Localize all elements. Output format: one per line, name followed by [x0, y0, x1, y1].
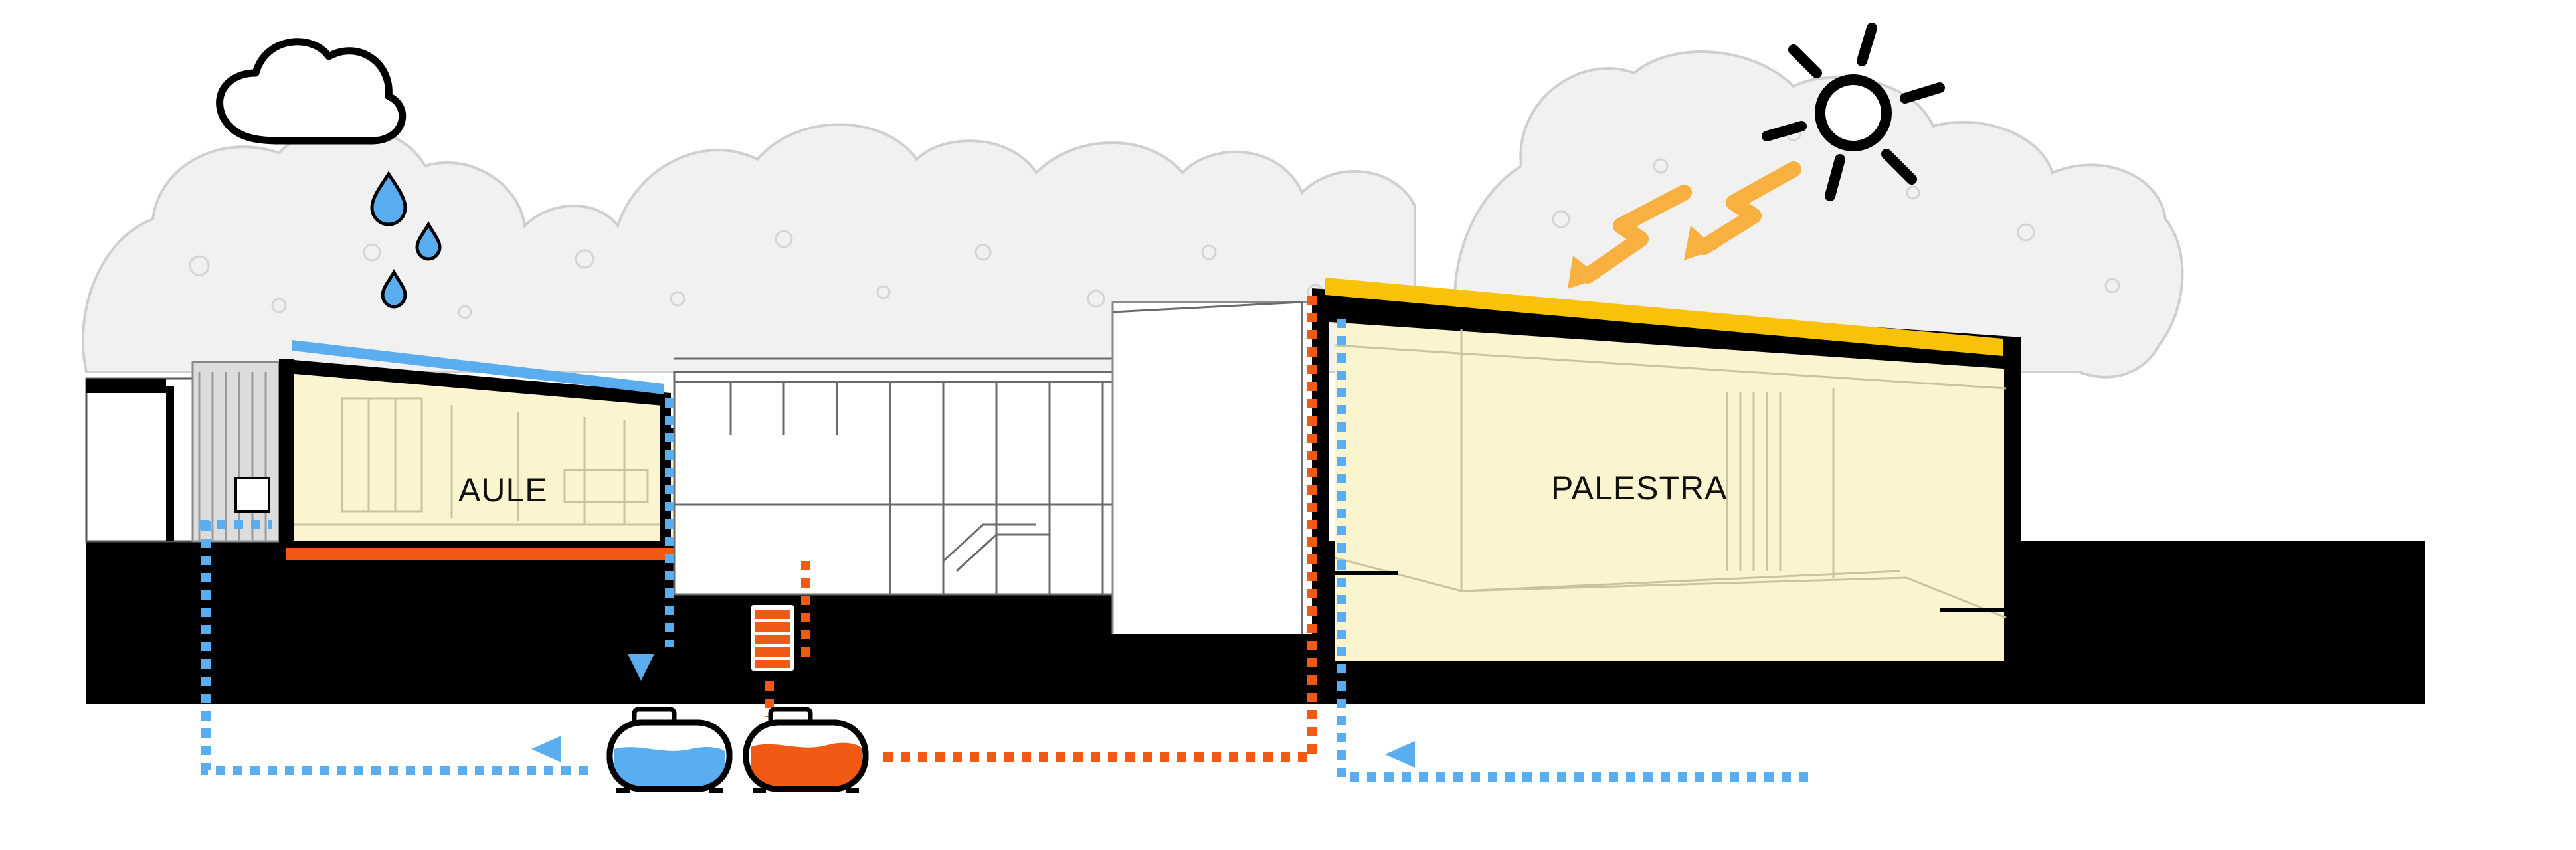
left-existing-building [85, 361, 280, 543]
battery-icon [747, 596, 798, 675]
background-trees [81, 50, 2184, 379]
glass-pavilion [673, 301, 1317, 639]
cloud-icon [216, 38, 407, 145]
rainwater-pipe [199, 319, 1810, 782]
sun-icon [1762, 23, 1945, 201]
heat-storage-tank-icon [743, 707, 869, 793]
flow-arrow-icon [531, 654, 1415, 768]
classrooms-label: AULE [458, 471, 548, 509]
gym-block [1312, 278, 2021, 704]
solar-ray-arrow-icon [1580, 161, 1801, 284]
raindrop-icon [370, 171, 442, 309]
water-tank-icon [606, 707, 733, 793]
classroom-block [279, 340, 671, 548]
solar-panel-roof [1325, 278, 2003, 356]
gym-label: PALESTRA [1551, 469, 1728, 507]
rain-collection-roof [292, 340, 664, 394]
pavilion-base [880, 634, 1325, 704]
tree-texture [189, 124, 2120, 319]
solar-ray-arrowheads [1568, 226, 1717, 289]
